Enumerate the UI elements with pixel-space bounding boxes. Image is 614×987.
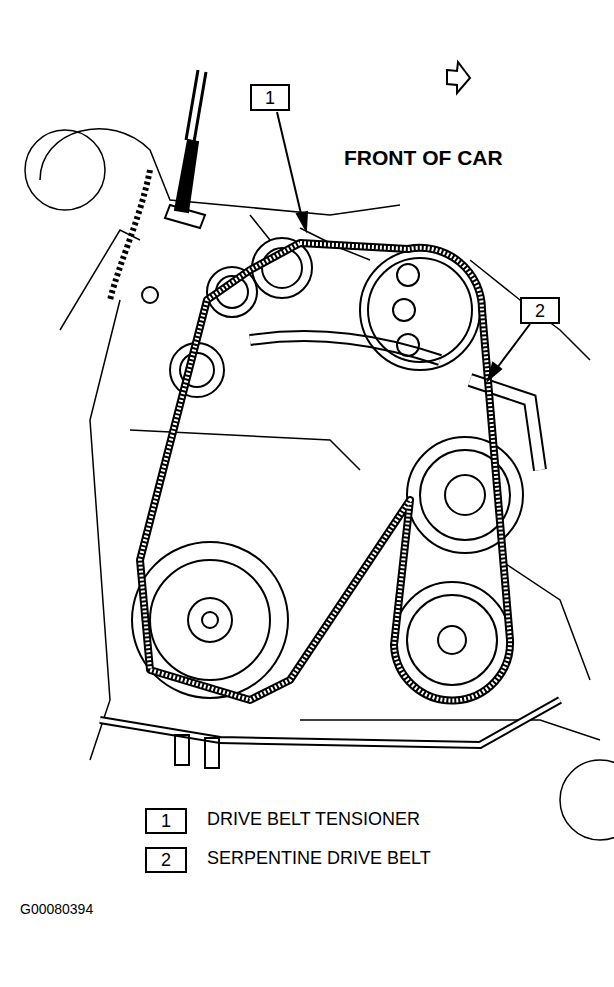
callout-number: 1	[161, 812, 171, 830]
legend-text: DRIVE BELT TENSIONER	[205, 810, 422, 830]
callout-number: 1	[265, 89, 275, 107]
callout-box: 2	[520, 297, 560, 324]
callout-box: 1	[250, 84, 290, 111]
callout-number: 2	[161, 851, 171, 869]
callout-box: 1	[145, 808, 187, 834]
callout-box: 2	[145, 847, 187, 873]
legend-text: SERPENTINE DRIVE BELT	[205, 849, 433, 869]
callout-number: 2	[535, 302, 545, 320]
figure-id: G00080394	[18, 902, 95, 917]
direction-label: FRONT OF CAR	[342, 146, 505, 169]
